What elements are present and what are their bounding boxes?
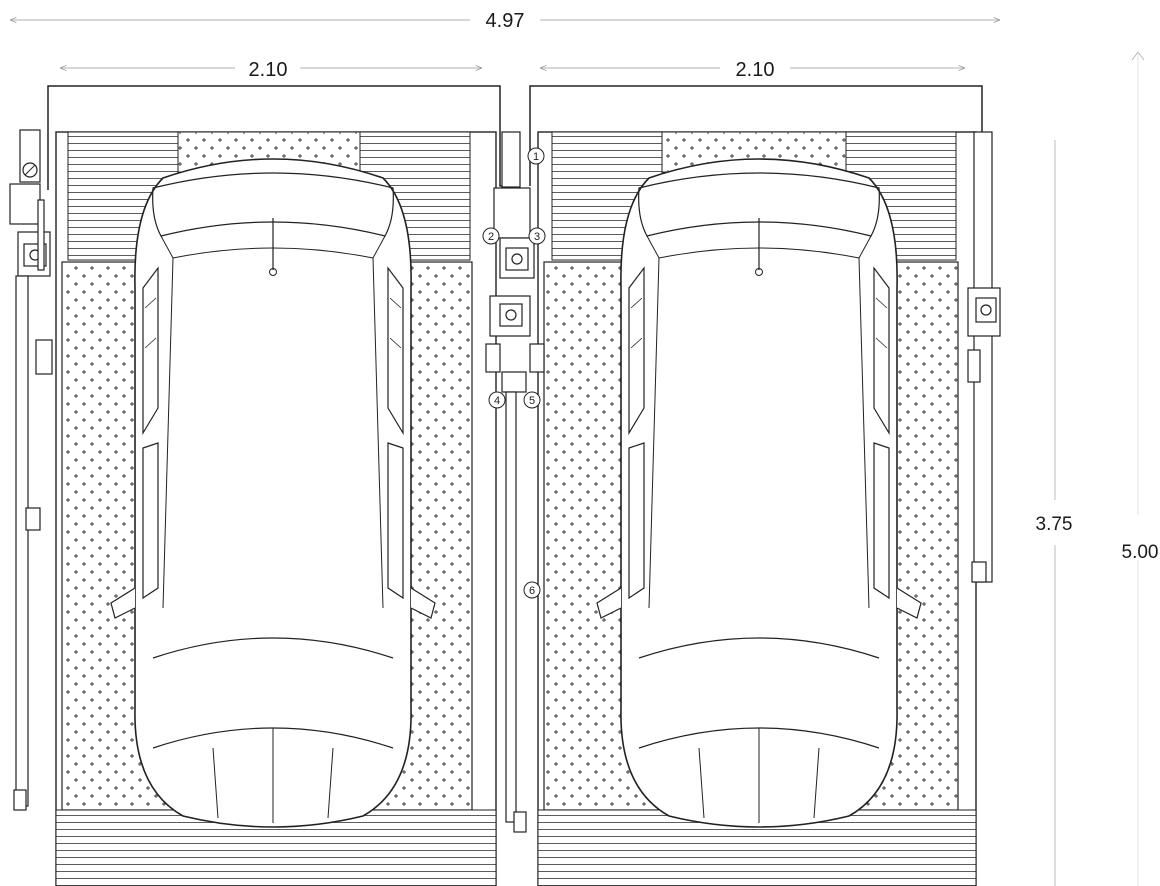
svg-text:6: 6 bbox=[529, 585, 535, 597]
left-bay bbox=[55, 131, 497, 886]
left-lift-mechanism bbox=[9, 129, 53, 811]
total-length-label: 5.00 bbox=[1122, 542, 1159, 563]
platform-length-dimension: 3.75 bbox=[1036, 140, 1073, 886]
car-left bbox=[110, 158, 436, 828]
right-lift-mechanism bbox=[967, 131, 1001, 583]
callout-5: 5 bbox=[523, 391, 541, 409]
svg-text:1: 1 bbox=[533, 151, 539, 163]
svg-text:5: 5 bbox=[529, 395, 535, 407]
total-length-dimension: 5.00 bbox=[1122, 51, 1159, 886]
svg-text:3: 3 bbox=[534, 231, 540, 243]
right-bay-width-label: 2.10 bbox=[736, 59, 775, 81]
callout-1: 1 bbox=[527, 147, 545, 165]
right-bay-width-dimension: 2.10 bbox=[540, 59, 965, 81]
platform-length-label: 3.75 bbox=[1036, 514, 1073, 535]
left-bay-width-dimension: 2.10 bbox=[60, 59, 482, 81]
callout-4: 4 bbox=[488, 391, 506, 409]
callout-2: 2 bbox=[482, 227, 500, 245]
total-width-dimension: 4.97 bbox=[10, 10, 1000, 32]
svg-text:4: 4 bbox=[494, 395, 500, 407]
total-width-label: 4.97 bbox=[486, 10, 525, 32]
svg-text:2: 2 bbox=[488, 231, 494, 243]
callout-6: 6 bbox=[523, 581, 541, 599]
center-lift-mechanism bbox=[485, 131, 545, 833]
right-bay bbox=[537, 131, 977, 886]
car-right bbox=[596, 158, 922, 828]
callout-3: 3 bbox=[528, 227, 546, 245]
left-bay-width-label: 2.10 bbox=[249, 59, 288, 81]
